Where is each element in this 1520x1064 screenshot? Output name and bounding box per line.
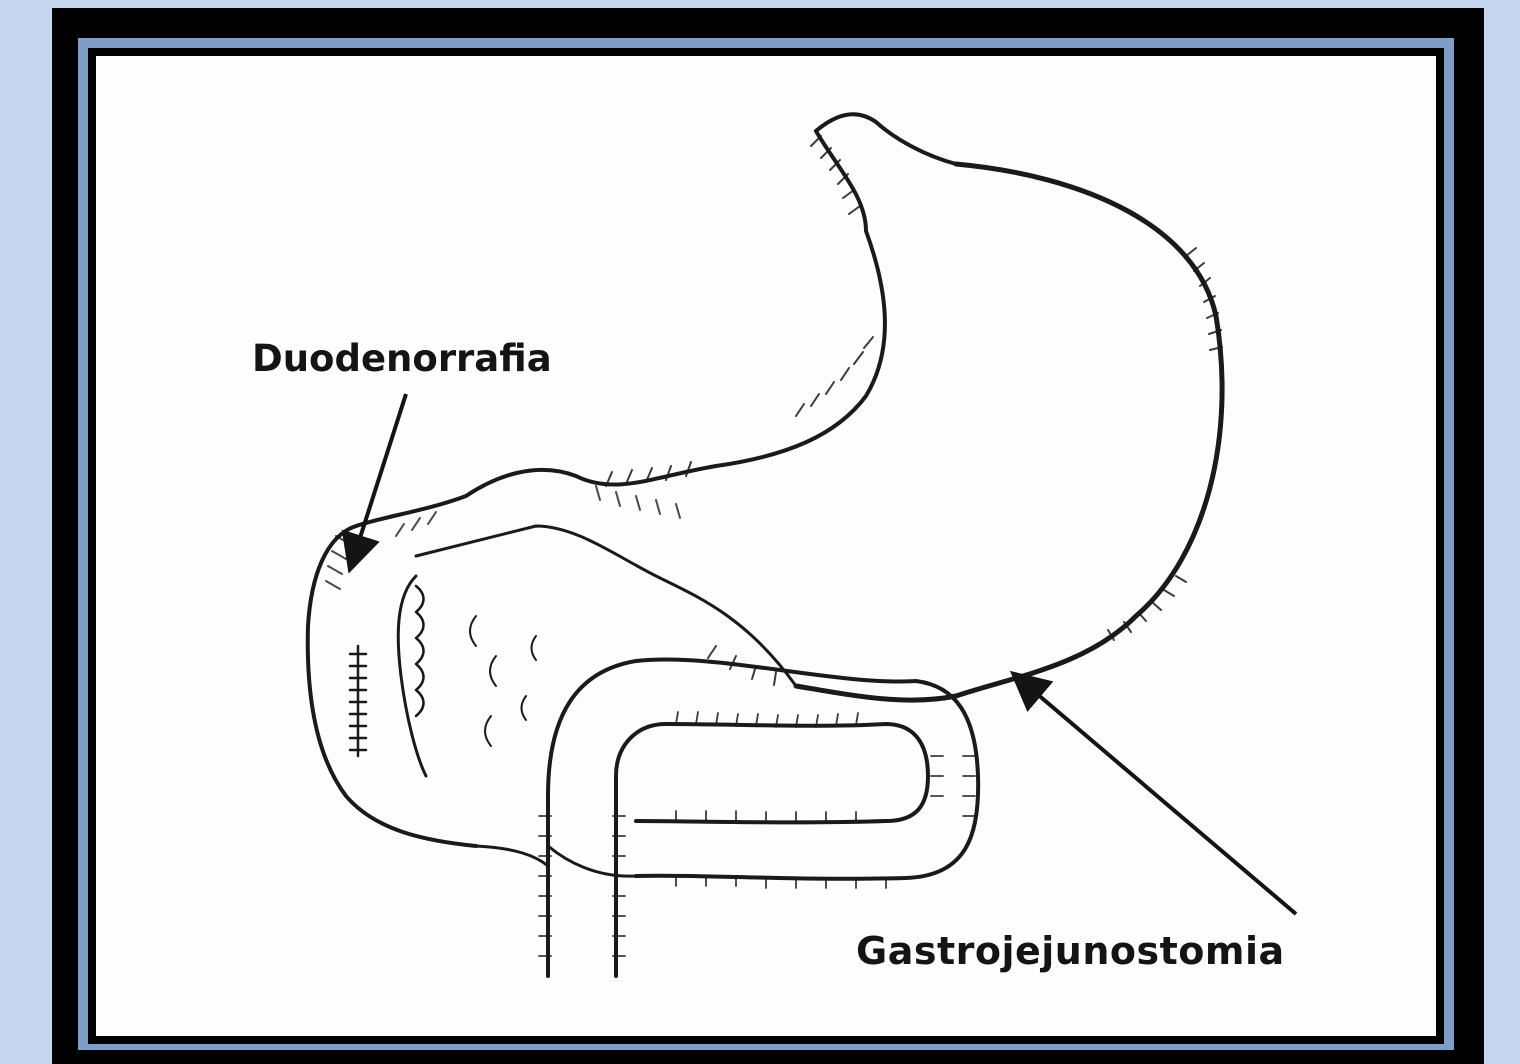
esophagus (816, 114, 956, 164)
suture-line (350, 646, 366, 756)
arrow-gastrojejunostomia (1016, 676, 1296, 914)
mid-frame: Duodenorrafia Gastrojejunostomia (78, 38, 1454, 1050)
illustration-canvas: Duodenorrafia Gastrojejunostomia (96, 56, 1436, 1036)
duodenal-stump (308, 486, 796, 846)
anatomy-illustration (96, 56, 1436, 1036)
inner-frame: Duodenorrafia Gastrojejunostomia (88, 48, 1444, 1044)
label-duodenorrafia: Duodenorrafia (252, 340, 552, 377)
greater-curvature (796, 164, 1222, 700)
stomach (356, 114, 1222, 700)
label-gastrojejunostomia: Gastrojejunostomia (856, 932, 1285, 970)
arrow-duodenorrafia (351, 394, 406, 566)
outer-frame: Duodenorrafia Gastrojejunostomia (52, 8, 1484, 1064)
